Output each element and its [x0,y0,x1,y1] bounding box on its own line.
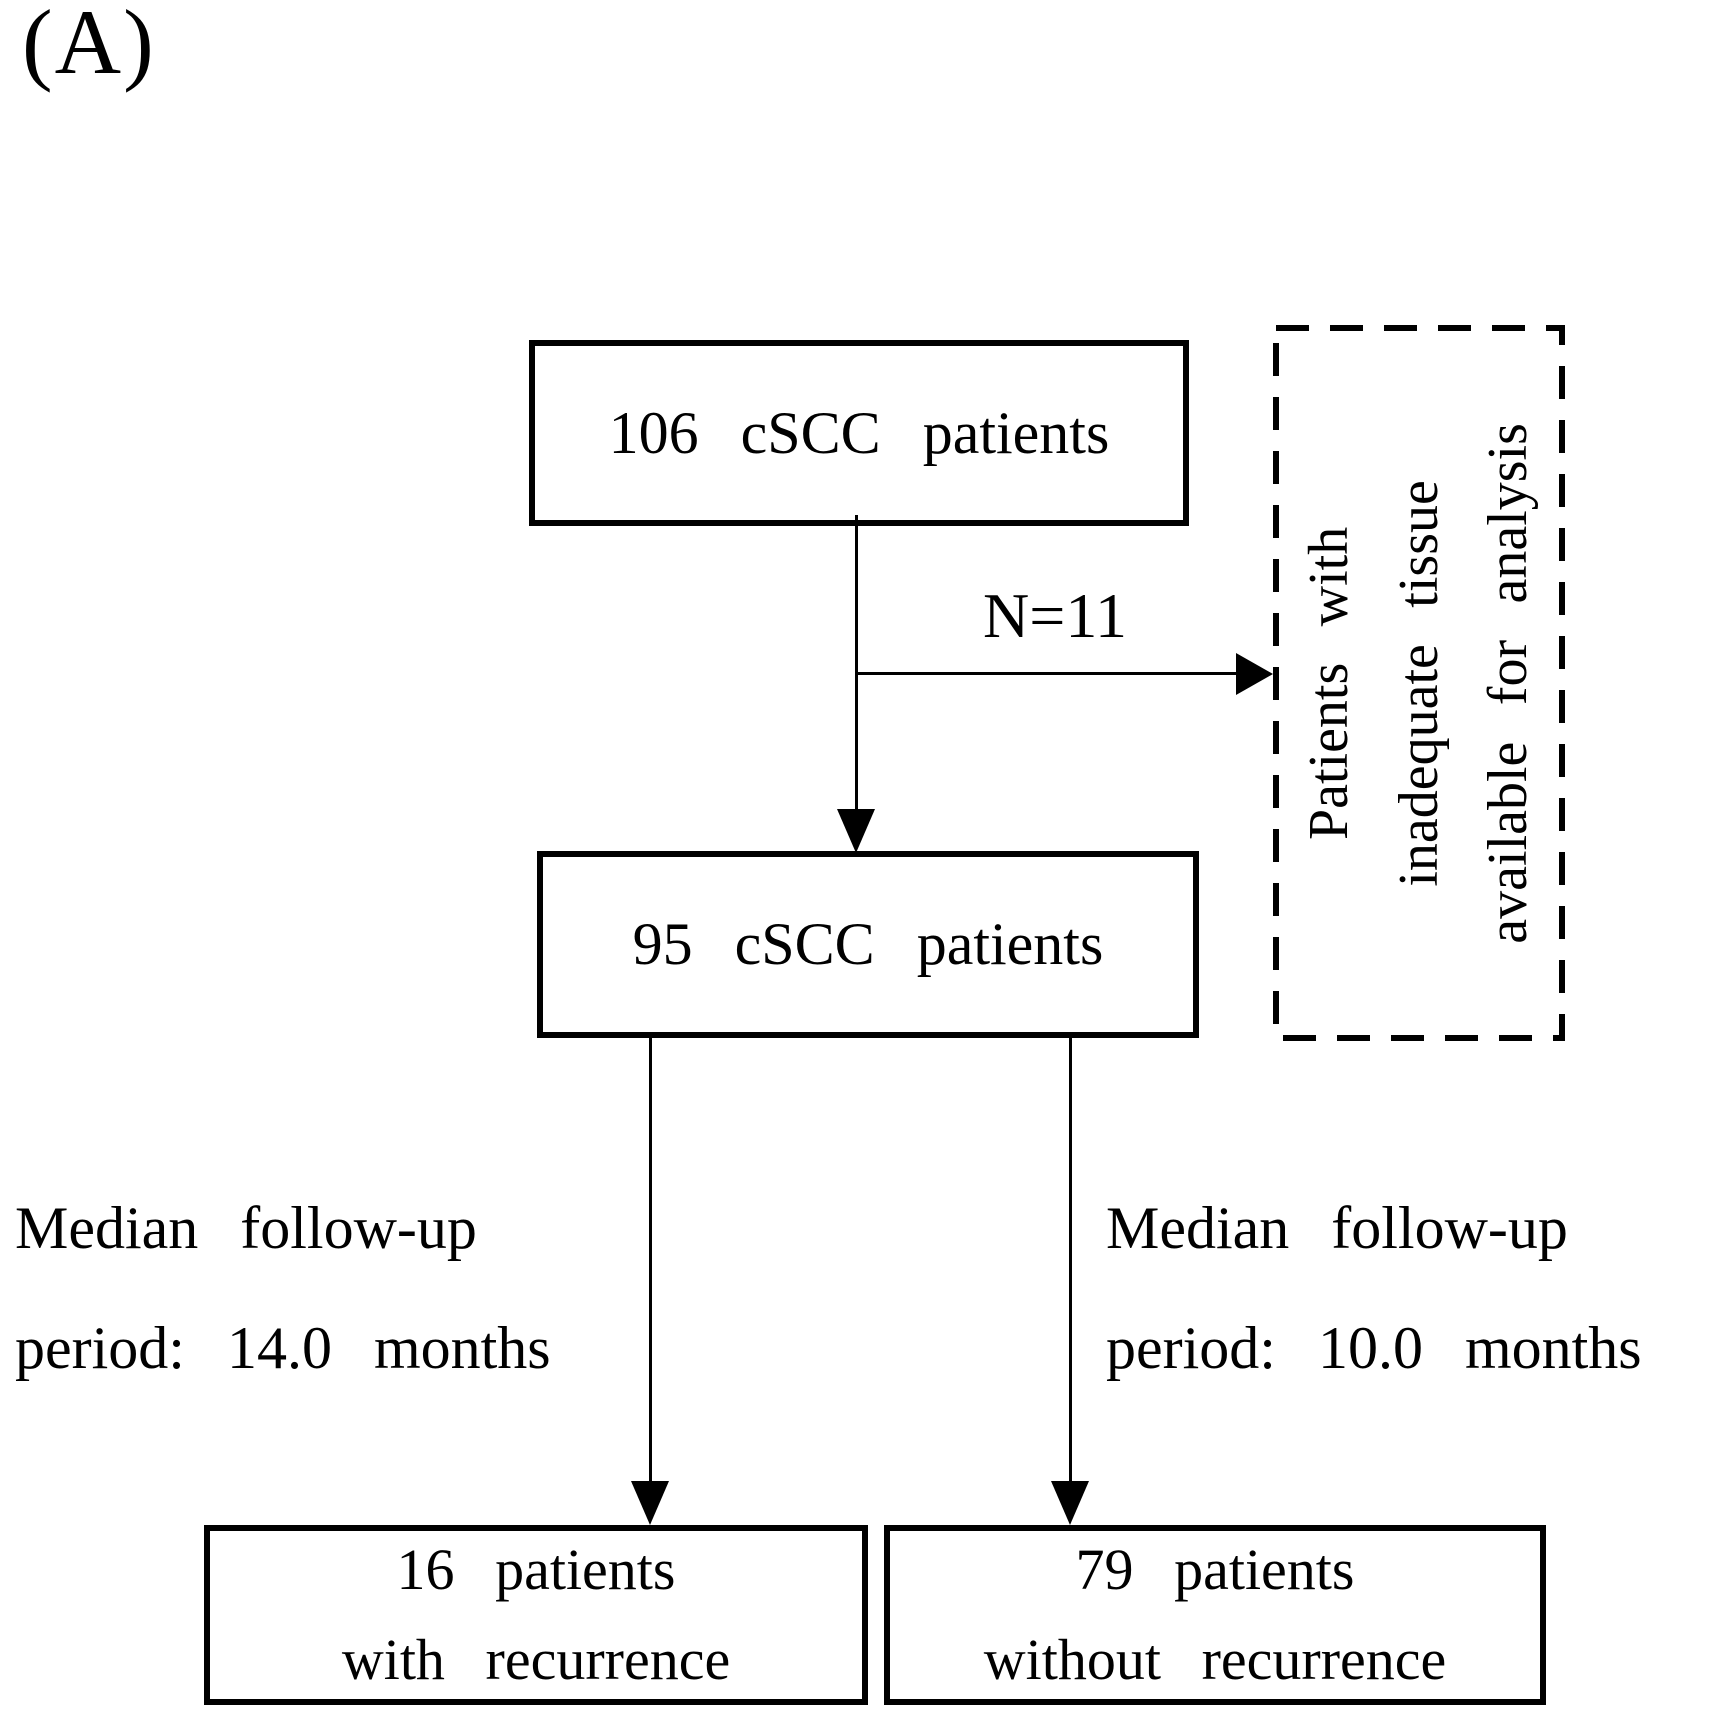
connector-total-to-included [855,515,858,815]
connector-to-excluded [855,672,1240,675]
node-excluded-label: Patients with inadequate tissue availabl… [1285,423,1554,944]
arrowhead-down-no-recurrence-icon [1051,1481,1089,1525]
node-no-recurrence: 79 patients without recurrence [884,1525,1546,1705]
node-total-patients: 106 cSCC patients [529,340,1189,526]
note-followup-right-line-1: Median follow-up [1106,1195,1568,1261]
node-excluded-line-3: available for analysis [1476,422,1539,944]
exclusion-count-label: N=11 [983,580,1127,651]
node-excluded-line-1: Patients with [1297,526,1360,840]
node-excluded-line-2: inadequate tissue [1387,479,1450,887]
connector-included-to-recurrence [649,1035,652,1483]
note-followup-left-line-2: period: 14.0 months [15,1315,551,1381]
panel-label: (A) [22,0,156,93]
connector-included-to-no-recurrence [1069,1035,1072,1483]
node-included-patients: 95 cSCC patients [537,851,1199,1038]
note-followup-right: Median follow-up period: 10.0 months [1106,1168,1642,1408]
node-excluded: Patients with inadequate tissue availabl… [1273,325,1565,1041]
node-no-recurrence-line-1: 79 patients [1075,1537,1355,1603]
node-recurrence-line-2: with recurrence [341,1627,731,1692]
arrowhead-down-recurrence-icon [631,1481,669,1525]
node-included-patients-label: 95 cSCC patients [632,911,1104,977]
note-followup-right-line-2: period: 10.0 months [1106,1315,1642,1381]
node-total-patients-label: 106 cSCC patients [608,399,1110,466]
node-recurrence-line-1: 16 patients [396,1537,676,1603]
arrowhead-down-included-icon [837,809,875,853]
arrowhead-right-excluded-icon [1236,653,1273,695]
node-recurrence: 16 patients with recurrence [204,1525,868,1705]
node-excluded-dashed-border [1273,325,1565,1041]
note-followup-left-line-1: Median follow-up [15,1195,477,1261]
node-no-recurrence-line-2: without recurrence [983,1627,1447,1692]
note-followup-left: Median follow-up period: 14.0 months [15,1168,551,1408]
